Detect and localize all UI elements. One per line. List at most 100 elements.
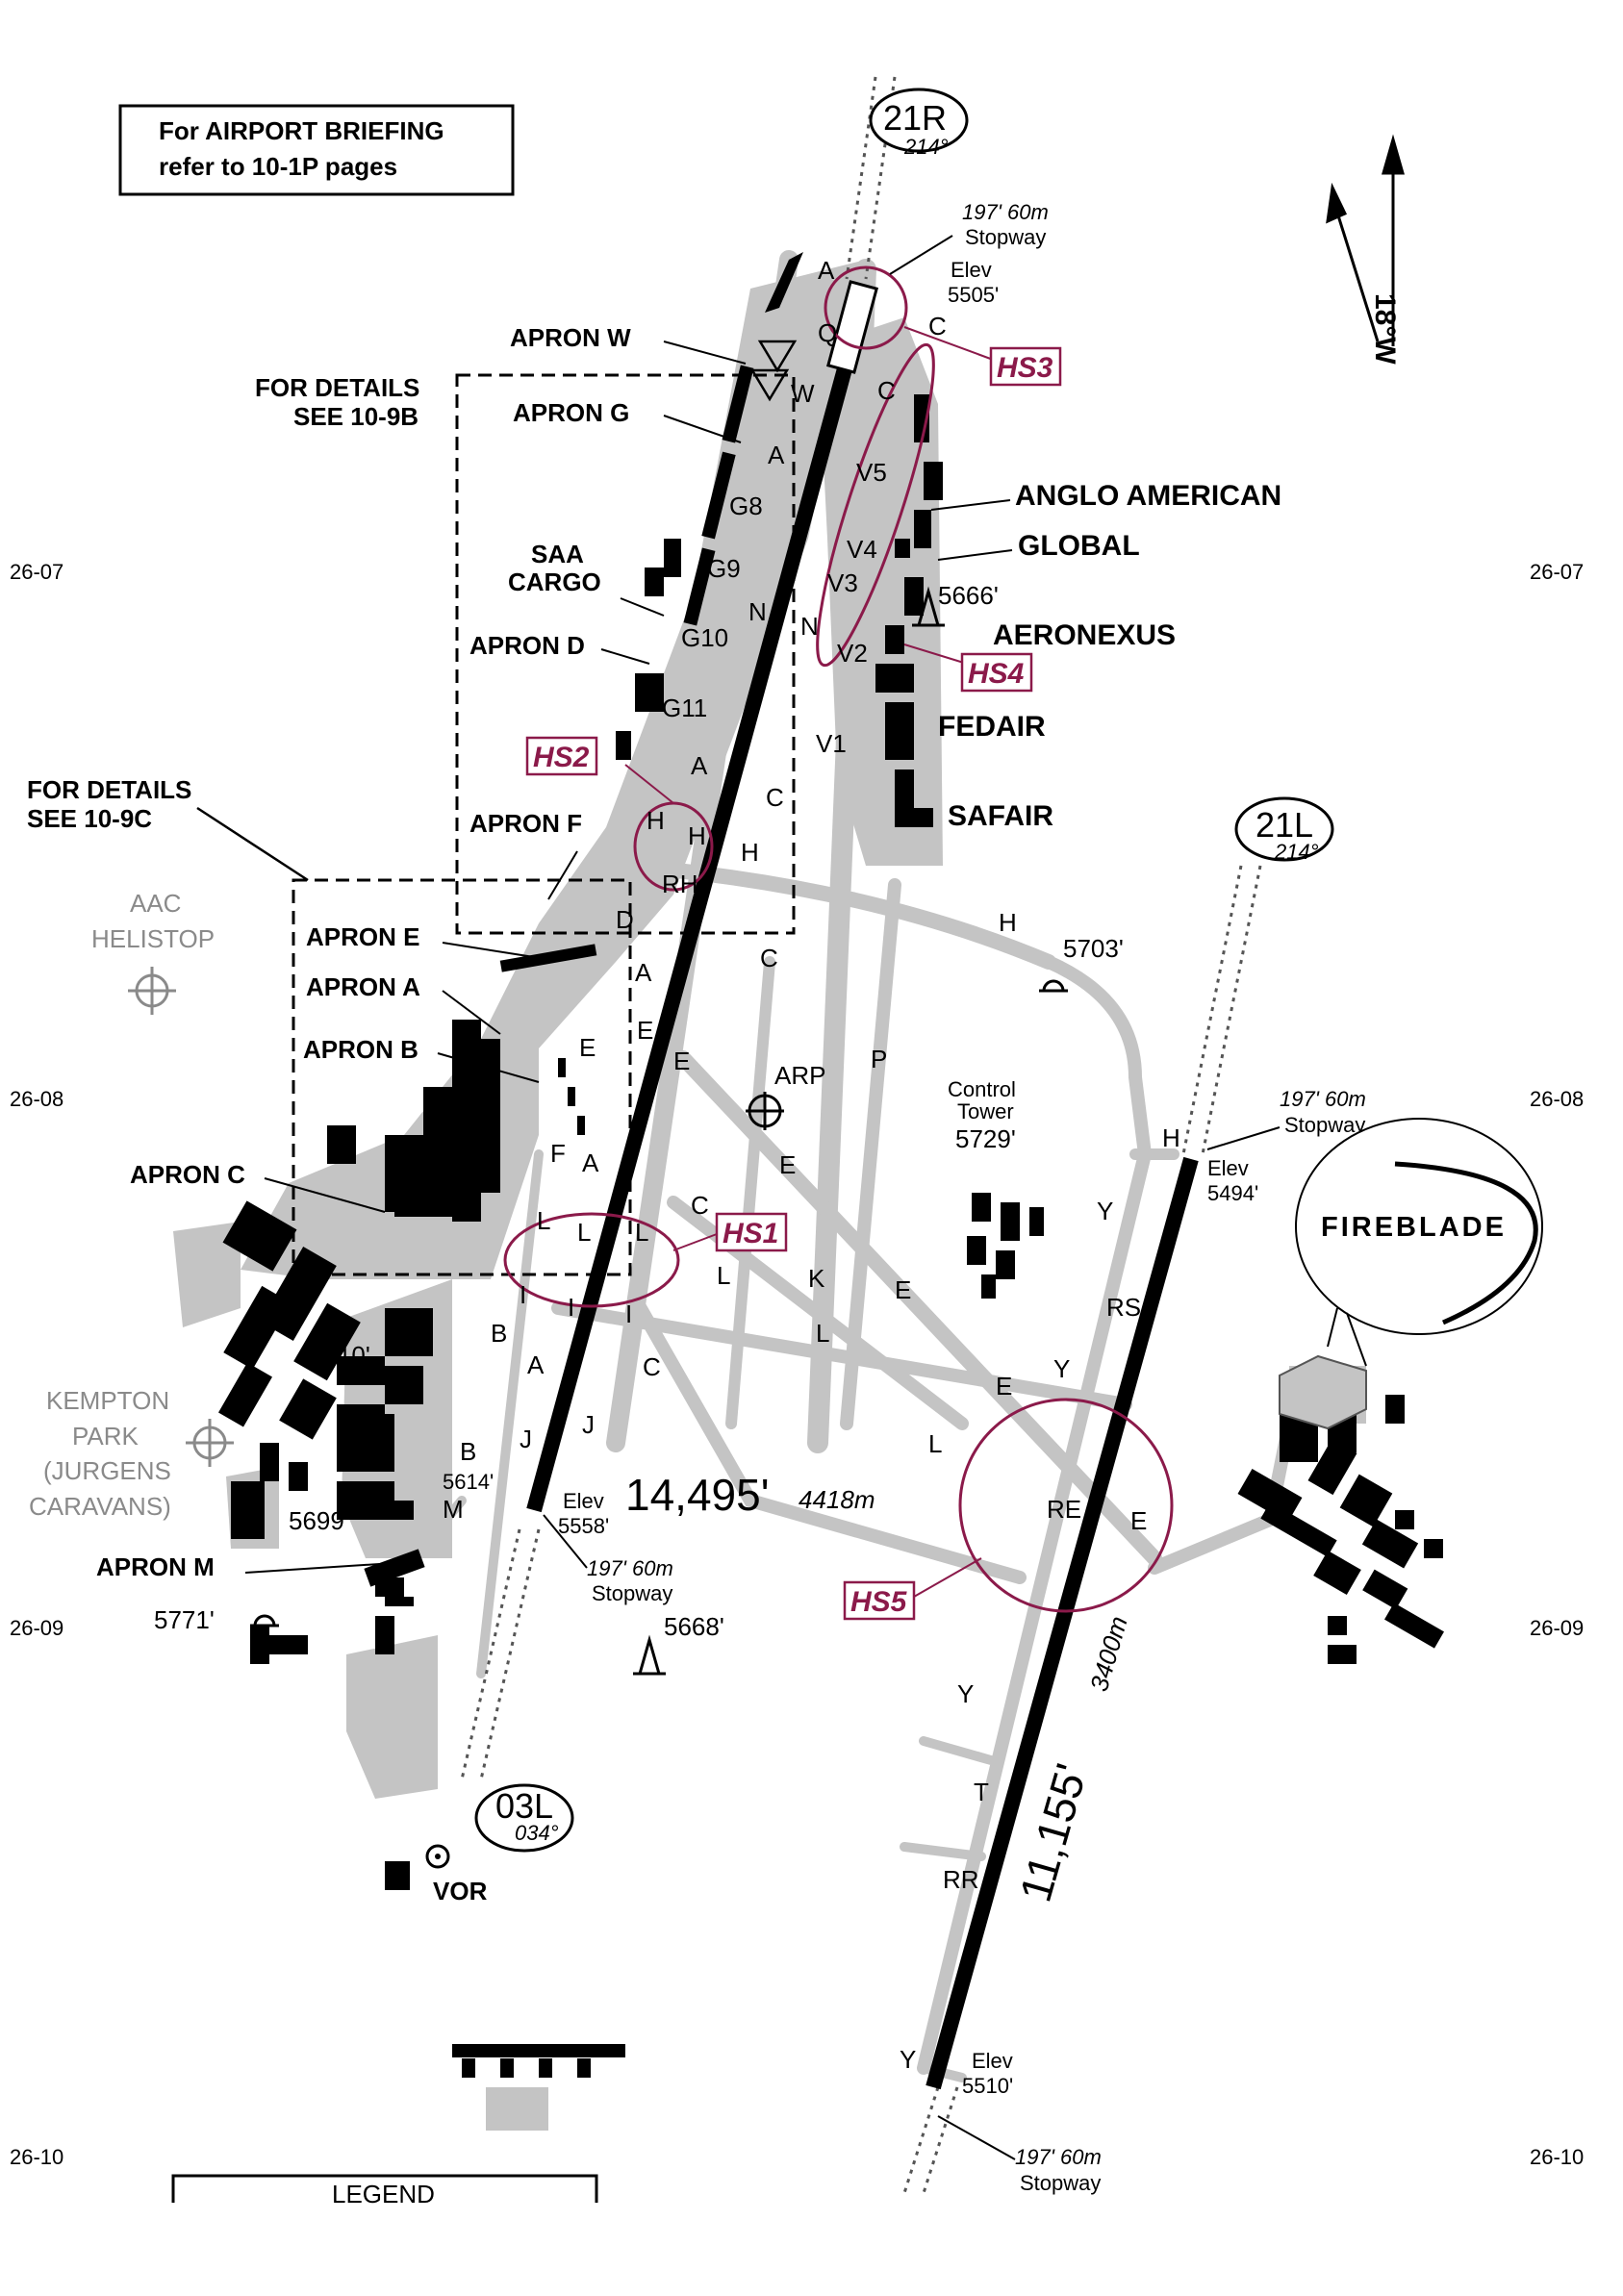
elev-5710: 5710': [310, 1341, 370, 1370]
twy-J-1: J: [582, 1410, 595, 1439]
twy-A-5: A: [582, 1148, 599, 1177]
twy-L-2: L: [577, 1218, 591, 1247]
rwy-21L-heading: 214°: [1274, 840, 1319, 864]
apron-c-label: APRON C: [130, 1160, 245, 1189]
twy-G10: G10: [681, 623, 728, 652]
hotspot-hs1-label: HS1: [723, 1218, 778, 1249]
briefing-box: [118, 104, 515, 196]
twy-L-3: L: [635, 1218, 648, 1247]
kempton-park-line-2: PARK: [72, 1422, 139, 1451]
rwy-east-length-m: 3400m: [1084, 1613, 1133, 1695]
fireblade-swoosh: [1394, 1161, 1538, 1325]
magnetic-variation: 18°W: [1369, 293, 1401, 365]
rwy-21L-stopway-word: Stopway: [1284, 1113, 1365, 1137]
elev-5771: 5771': [154, 1605, 215, 1634]
twy-E-6: E: [996, 1372, 1012, 1400]
rwy-21L-stopway-length: 197' 60m: [1280, 1087, 1366, 1111]
elev-5668: 5668': [664, 1612, 724, 1641]
arp-icon: [746, 1092, 784, 1130]
rwy-21R-stopway-word: Stopway: [965, 225, 1046, 249]
twy-C-2: C: [877, 376, 896, 405]
helipad-icons: [749, 340, 798, 402]
apron-f-label: APRON F: [469, 809, 582, 838]
twy-V2: V2: [837, 639, 868, 668]
rwy-03L-label: 03L: [495, 1786, 553, 1826]
lat-26-07-right: 26-07: [1530, 560, 1584, 584]
twy-K: K: [808, 1264, 825, 1293]
lat-26-08-right: 26-08: [1530, 1087, 1584, 1111]
twy-E-2: E: [579, 1033, 596, 1062]
twy-A-1: A: [818, 256, 835, 285]
briefing-line-1: For AIRPORT BRIEFING: [159, 116, 444, 145]
rwy-21R-label: 21R: [883, 98, 947, 138]
twy-H-5: H: [1162, 1123, 1180, 1152]
rwy-21R-stopway-length: 197' 60m: [962, 200, 1049, 224]
rwy-03L-elev-b: 5614': [443, 1470, 494, 1494]
twy-P: P: [871, 1045, 887, 1073]
legend-title: LEGEND: [332, 2180, 435, 2208]
rwy-21R-heading: 214°: [903, 135, 949, 159]
twy-M: M: [443, 1495, 464, 1524]
twy-V5: V5: [856, 458, 887, 487]
hotspot-hs2-label: HS2: [533, 742, 590, 773]
rwy-west-length: 14,495': [625, 1470, 769, 1520]
twy-W: W: [791, 379, 815, 408]
hotspot-boxes: [525, 346, 1062, 1621]
helistop-aac-icon: [128, 967, 176, 1015]
rwy-west-length-m: 4418m: [799, 1485, 875, 1514]
runway-03L-21R: [526, 295, 872, 1513]
lat-26-09-right: 26-09: [1530, 1616, 1584, 1640]
twy-E-3: E: [673, 1047, 690, 1075]
runway-03R-21L: [926, 1156, 1199, 2090]
twy-C-6: C: [643, 1352, 661, 1381]
twy-RH: RH: [662, 870, 698, 898]
twy-H-1: H: [647, 806, 665, 835]
saa-cargo-line-1: SAA: [531, 540, 584, 568]
hotspot-hs3-ring: [824, 265, 908, 350]
hotspot-hs2-box: [525, 736, 598, 776]
apron-w-label: APRON W: [510, 323, 631, 352]
hotspot-hs4-label: HS4: [968, 658, 1025, 690]
obstacle-icons: [250, 586, 1068, 1676]
twy-A-3: A: [691, 751, 708, 780]
details-10-9c-line-2: SEE 10-9C: [27, 804, 152, 833]
apron-m-label: APRON M: [96, 1552, 215, 1581]
rwy-03L-oval: [474, 1783, 574, 1853]
helistop-kempton-icon: [186, 1419, 234, 1467]
operator-aeronexus: AERONEXUS: [993, 619, 1176, 651]
vor-label: VOR: [433, 1877, 488, 1905]
details-10-9b-line-2: SEE 10-9B: [293, 402, 418, 431]
twy-E-4: E: [779, 1150, 796, 1179]
twy-V4: V4: [847, 535, 877, 564]
runways: [526, 280, 1199, 2090]
twy-N-1: N: [748, 597, 767, 626]
rwy-21L-elev-word: Elev: [1207, 1156, 1249, 1180]
twy-V1: V1: [816, 729, 847, 758]
apron-g-label: APRON G: [513, 398, 629, 427]
runway-extensions: [460, 76, 1262, 2194]
twy-L-4: L: [717, 1261, 730, 1290]
detail-boxes: [292, 373, 796, 1276]
twy-L-1: L: [537, 1206, 550, 1235]
operator-fedair: FEDAIR: [938, 711, 1046, 743]
vor-icon: [425, 1844, 450, 1869]
hotspot-hs5-box: [843, 1580, 916, 1621]
rwy-03L-elev-word: Elev: [563, 1489, 604, 1513]
hotspot-hs4-ring: [816, 342, 935, 668]
rwy-03R-stopway-length: 197' 60m: [1015, 2145, 1102, 2169]
elev-5729: 5729': [955, 1124, 1016, 1153]
hotspot-hs1-ring: [503, 1212, 680, 1308]
twy-G9: G9: [707, 554, 741, 583]
rwy-03R-stopway-word: Stopway: [1020, 2171, 1101, 2195]
hotspot-hs5-label: HS5: [850, 1586, 908, 1618]
twy-E-1: E: [637, 1016, 653, 1045]
twy-I-2: I: [568, 1293, 574, 1322]
twy-I-1: I: [520, 1280, 526, 1309]
apron-b-label: APRON B: [303, 1035, 418, 1064]
twy-A-2: A: [768, 441, 785, 469]
twy-J-2: J: [520, 1425, 532, 1453]
hotspot-hs1-box: [715, 1212, 788, 1252]
twy-A-6: A: [527, 1350, 545, 1379]
twy-L-6: L: [928, 1429, 942, 1458]
rwy-21L-elev: 5494': [1207, 1181, 1258, 1205]
